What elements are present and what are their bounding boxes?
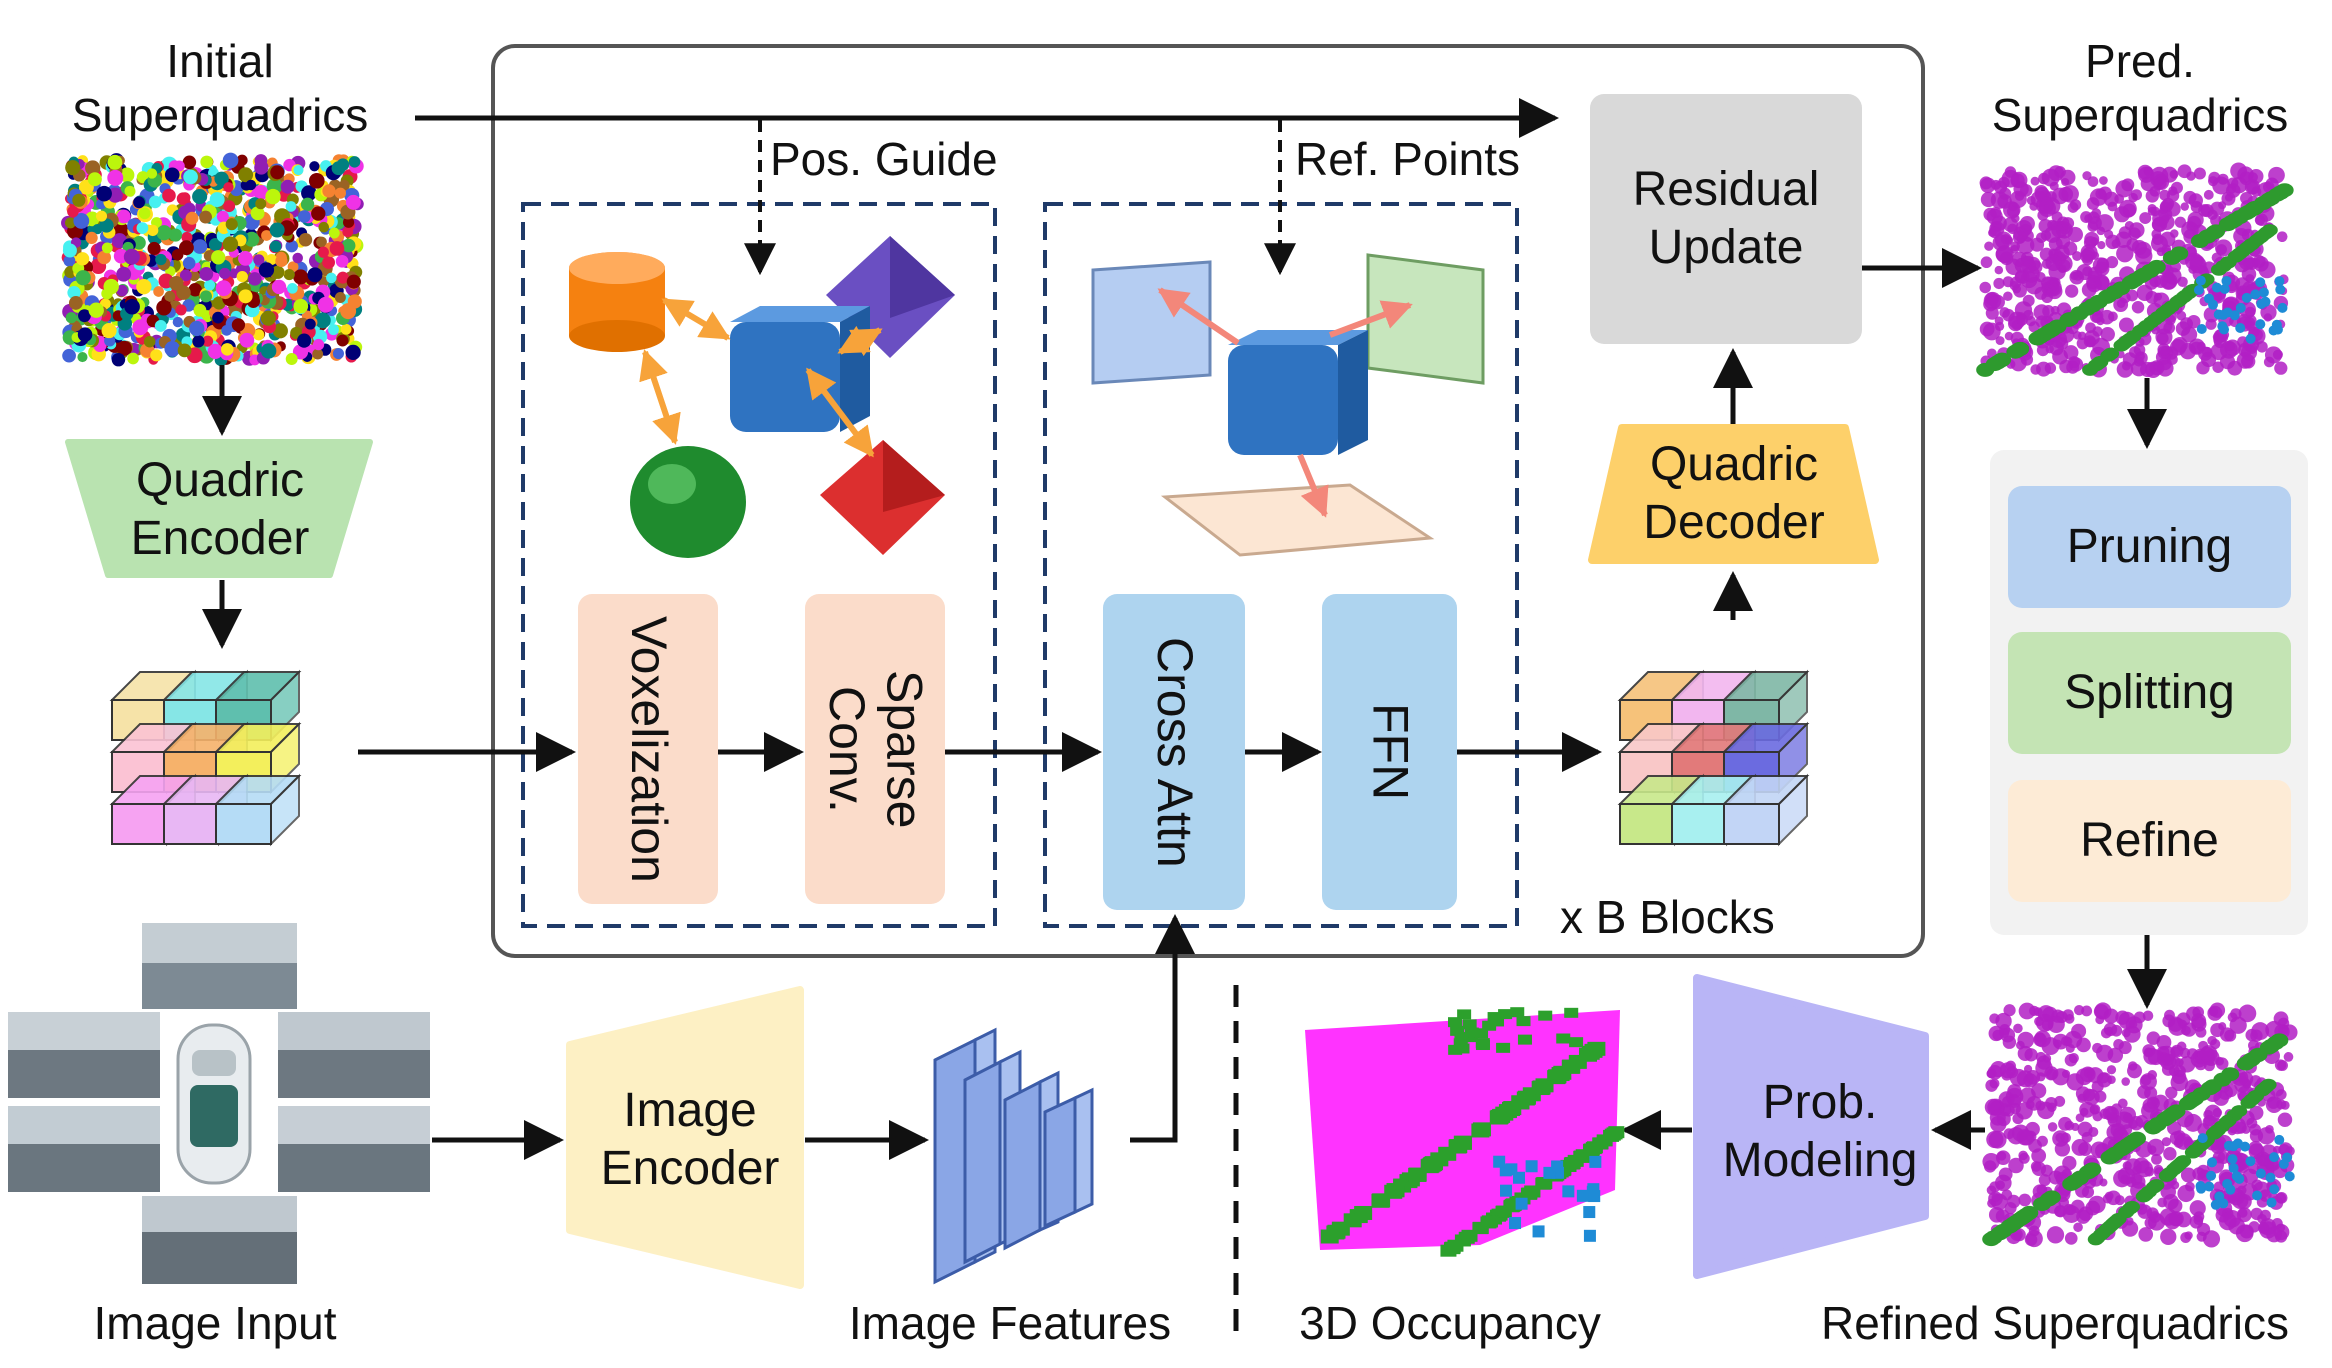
ref-points-label: Ref. Points bbox=[1295, 133, 1520, 185]
ffn-text: FFN bbox=[1362, 703, 1419, 801]
image-encoder-text: Image Encoder bbox=[600, 1084, 780, 1195]
prob-modeling-shape bbox=[1693, 974, 1929, 1279]
voxelization-text: Voxelization bbox=[620, 615, 677, 883]
refined-superquadrics-label: Refined Superquadrics bbox=[1821, 1297, 2289, 1349]
residual-update-box: Residual Update bbox=[1590, 94, 1862, 344]
quadric-encoder-shape bbox=[65, 439, 373, 578]
image-encoder-shape bbox=[566, 986, 804, 1289]
main-block-frame bbox=[491, 44, 1925, 958]
image-features-pyramid bbox=[933, 1027, 1094, 1285]
pred-superquadrics-cloud bbox=[1976, 162, 2294, 379]
sparse-conv-box: Sparse Conv. bbox=[805, 594, 945, 904]
sparse-conv-text: Sparse Conv. bbox=[819, 669, 933, 829]
ffn-box: FFN bbox=[1322, 594, 1457, 910]
refined-superquadrics-cloud bbox=[1982, 1002, 2298, 1248]
prob-modeling-text: Prob. Modeling bbox=[1722, 1076, 1918, 1187]
query-feature-stack bbox=[109, 669, 302, 847]
occupancy-map bbox=[1305, 1007, 1625, 1257]
quadric-decoder-text: Quadric Decoder bbox=[1643, 438, 1825, 549]
initial-superquadrics-cloud bbox=[61, 152, 364, 367]
pos-guide-pictogram bbox=[569, 236, 955, 558]
cross-attn-text: Cross Attn bbox=[1146, 636, 1203, 868]
ref-points-pictogram bbox=[1091, 253, 1485, 557]
pruning-box: Pruning bbox=[2008, 486, 2291, 608]
cross-attn-box: Cross Attn bbox=[1103, 594, 1245, 910]
refine-box: Refine bbox=[2008, 780, 2291, 902]
voxelization-box: Voxelization bbox=[578, 594, 718, 904]
pred-superquadrics-label: Pred. Superquadrics bbox=[1991, 35, 2289, 142]
image-features-label: Image Features bbox=[848, 1297, 1172, 1349]
image-input-label: Image Input bbox=[93, 1297, 337, 1349]
quadric-decoder-shape bbox=[1588, 424, 1879, 564]
arrow-features-to-attn bbox=[1130, 914, 1195, 1143]
blocks-label: x B Blocks bbox=[1560, 891, 1775, 943]
occupancy-label: 3D Occupancy bbox=[1299, 1297, 1601, 1349]
quadric-encoder-text: Quadric Encoder bbox=[130, 454, 310, 565]
initial-superquadrics-label: Initial Superquadrics bbox=[71, 35, 369, 142]
output-feature-stack bbox=[1617, 669, 1810, 847]
pos-guide-label: Pos. Guide bbox=[770, 133, 998, 185]
camera-images bbox=[8, 923, 430, 1284]
splitting-box: Splitting bbox=[2008, 632, 2291, 754]
